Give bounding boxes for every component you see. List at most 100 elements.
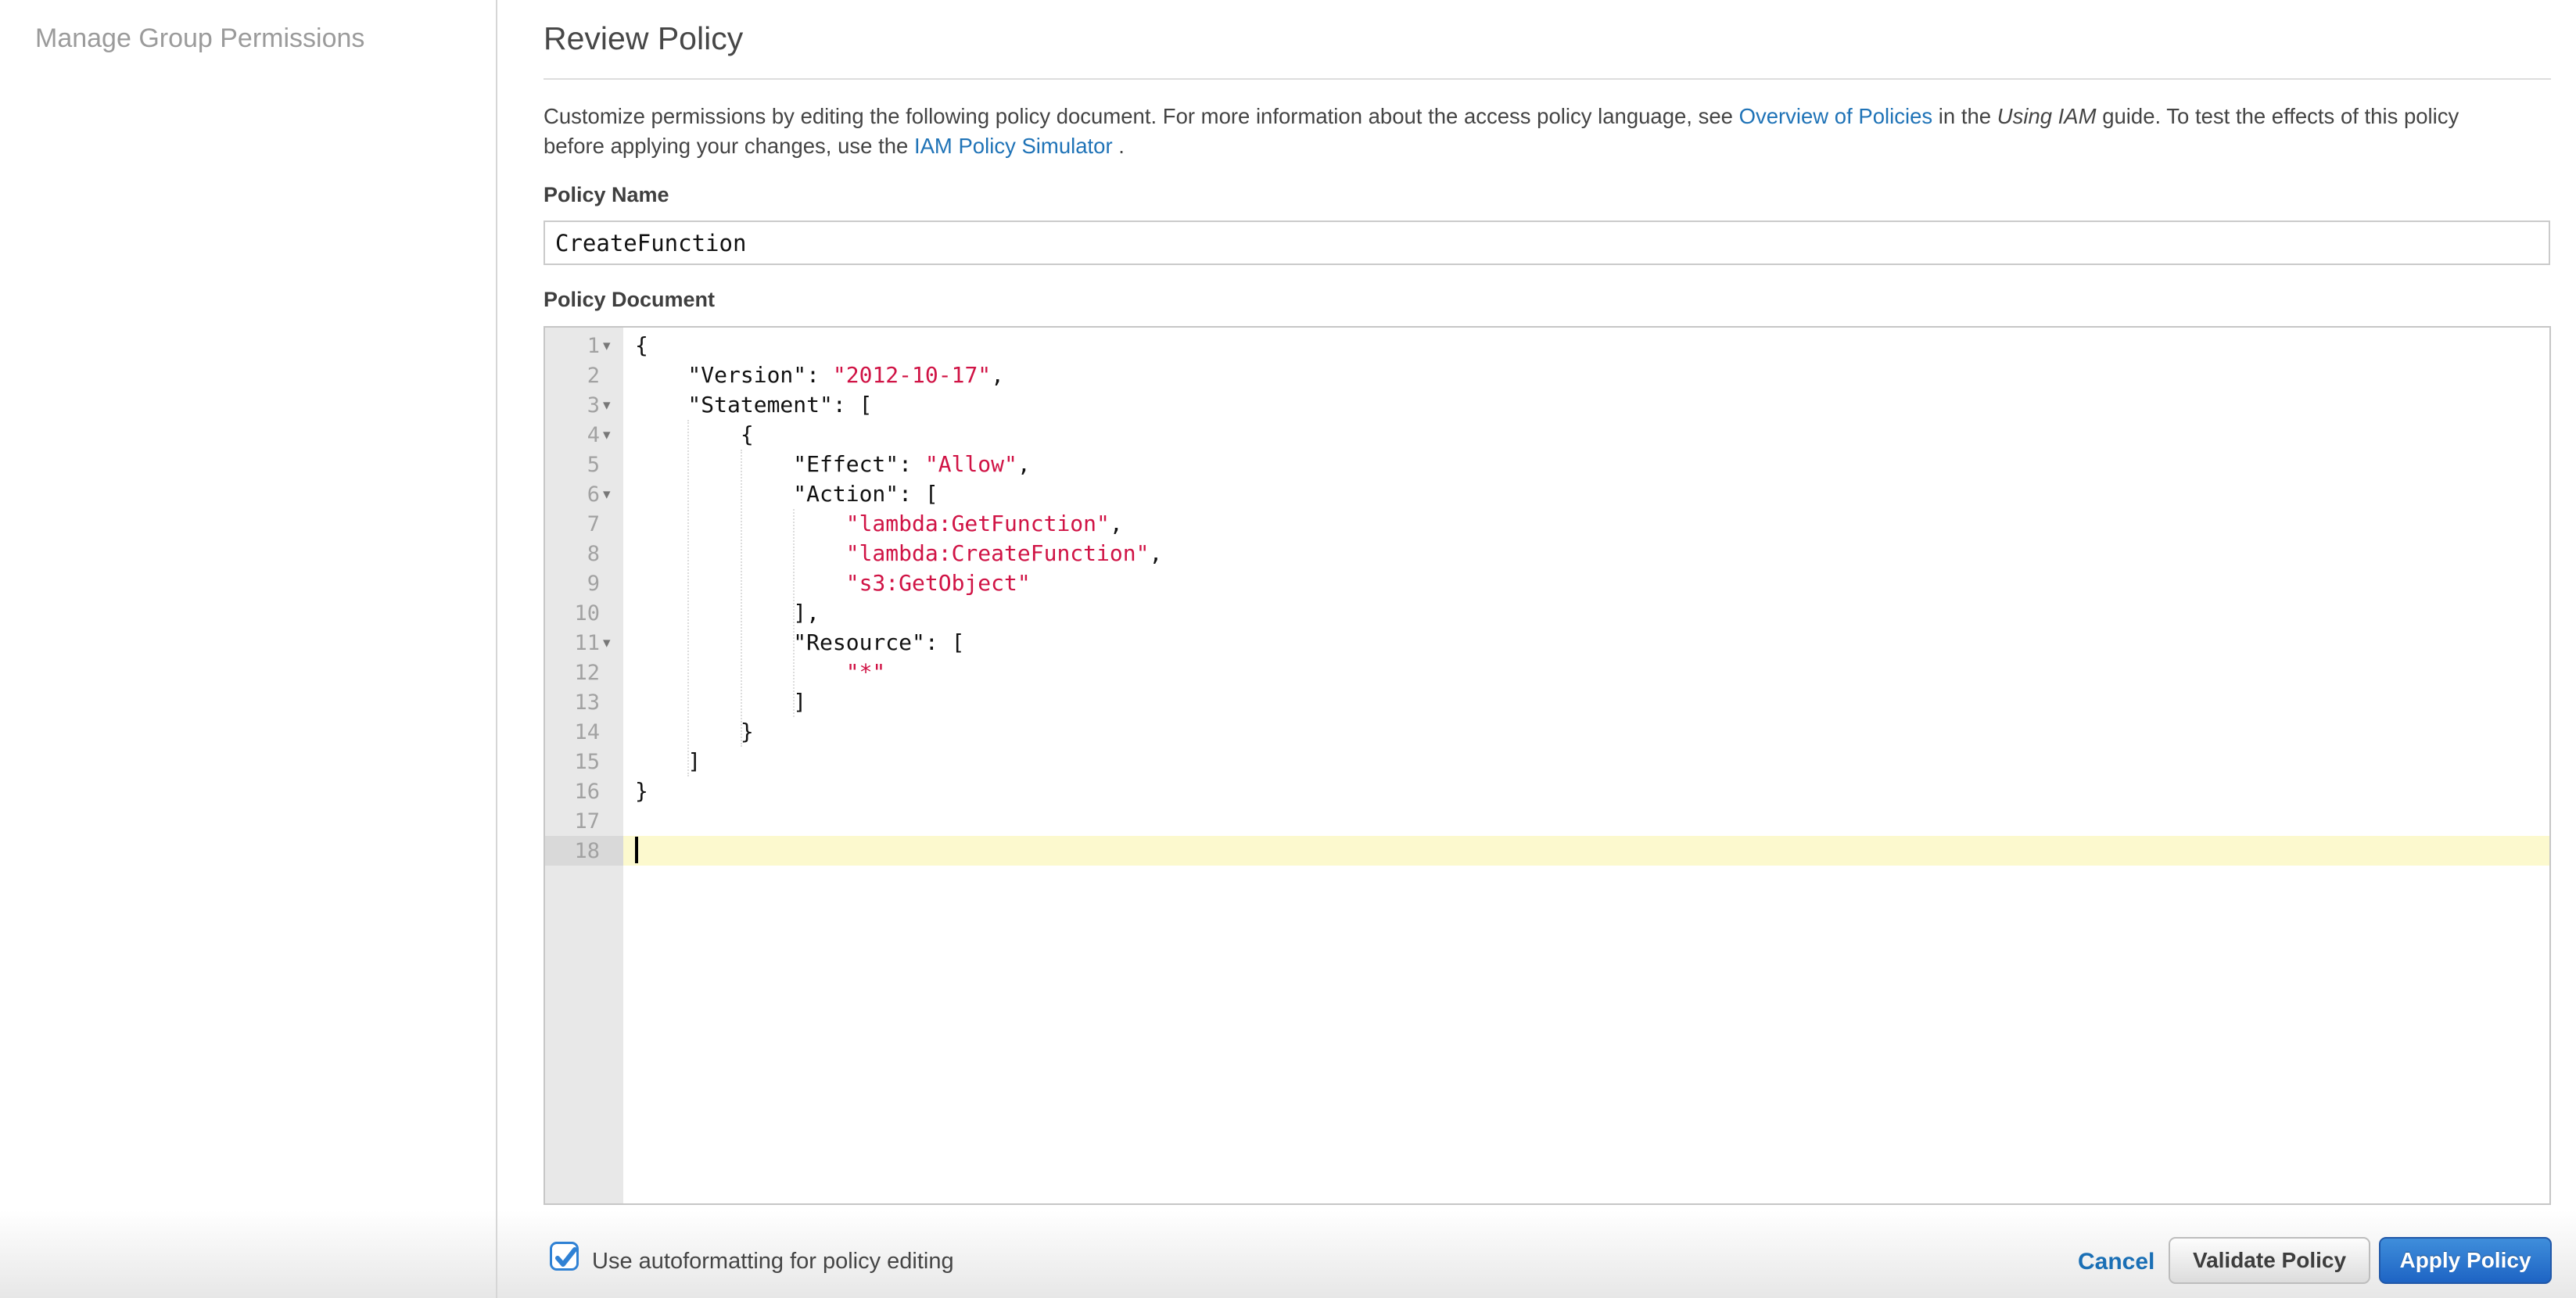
indent-guide xyxy=(687,420,690,776)
code-token: "Action": [ xyxy=(635,481,938,507)
sidebar-title: Manage Group Permissions xyxy=(35,23,365,53)
code-token xyxy=(635,540,846,566)
vertical-divider xyxy=(496,0,497,1298)
policy-name-label: Policy Name xyxy=(544,183,669,206)
line-number-text: 5 xyxy=(587,452,600,477)
code-token: , xyxy=(991,362,1005,388)
code-token: , xyxy=(1017,451,1031,477)
code-token: "Statement": [ xyxy=(635,392,873,418)
code-line: "Version": "2012-10-17", xyxy=(623,360,2549,390)
code-line: "lambda:GetFunction", xyxy=(623,509,2549,539)
code-line: ] xyxy=(623,687,2549,717)
code-line: ], xyxy=(623,598,2549,628)
code-line: ] xyxy=(623,747,2549,776)
text-cursor xyxy=(635,837,638,863)
line-number-text: 11 xyxy=(574,630,600,655)
code-string-token: "2012-10-17" xyxy=(832,362,992,388)
code-line: "Action": [ xyxy=(623,479,2549,509)
line-number-text: 8 xyxy=(587,541,600,566)
line-number: 16 xyxy=(545,776,623,806)
code-line: "Effect": "Allow", xyxy=(623,450,2549,479)
code-token xyxy=(635,659,846,685)
policy-document-label: Policy Document xyxy=(544,288,716,311)
line-number: 1▾ xyxy=(545,331,623,360)
editor-code-pane[interactable]: { "Version": "2012-10-17", "Statement": … xyxy=(623,328,2549,1203)
code-string-token: "Allow" xyxy=(924,451,1017,477)
apply-policy-button[interactable]: Apply Policy xyxy=(2379,1237,2552,1284)
code-token xyxy=(635,511,846,536)
main-content: Review Policy Customize permissions by e… xyxy=(544,0,2551,1298)
code-token: { xyxy=(635,421,754,447)
line-number: 4▾ xyxy=(545,420,623,450)
intro-paragraph: Customize permissions by editing the fol… xyxy=(544,102,2551,161)
indent-guide xyxy=(793,509,795,717)
fold-arrow-icon[interactable]: ▾ xyxy=(603,337,611,354)
line-number-text: 3 xyxy=(587,393,600,418)
line-number-text: 14 xyxy=(574,719,600,744)
fold-arrow-icon[interactable]: ▾ xyxy=(603,426,611,443)
code-token: { xyxy=(635,332,648,358)
code-token: "Effect": xyxy=(635,451,925,477)
autoformat-checkbox[interactable] xyxy=(550,1242,579,1271)
line-number: 10 xyxy=(545,598,623,628)
code-line: { xyxy=(623,331,2549,360)
line-number: 2 xyxy=(545,360,623,390)
line-number-text: 10 xyxy=(574,601,600,626)
line-number-text: 7 xyxy=(587,511,600,536)
line-number-text: 1 xyxy=(587,333,600,358)
intro-text: guide. To test the effects of this polic… xyxy=(2096,104,2459,128)
code-line: "Resource": [ xyxy=(623,628,2549,658)
title-separator xyxy=(544,78,2551,80)
line-number-text: 17 xyxy=(574,809,600,834)
intro-text: Customize permissions by editing the fol… xyxy=(544,104,1739,128)
line-number-text: 9 xyxy=(587,571,600,596)
line-number-text: 6 xyxy=(587,482,600,507)
iam-policy-simulator-link[interactable]: IAM Policy Simulator xyxy=(913,134,1113,158)
code-token: } xyxy=(635,778,648,804)
intro-text: before applying your changes, use the xyxy=(544,134,914,158)
code-line: { xyxy=(623,420,2549,450)
fold-arrow-icon[interactable]: ▾ xyxy=(603,634,611,651)
code-token: , xyxy=(1109,511,1123,536)
line-number: 17 xyxy=(545,806,623,836)
code-token xyxy=(635,570,846,596)
code-token: "Version": xyxy=(635,362,833,388)
code-line xyxy=(623,836,2549,866)
code-line: "lambda:CreateFunction", xyxy=(623,539,2549,568)
code-line: } xyxy=(623,776,2549,806)
line-number: 8 xyxy=(545,539,623,568)
code-line: "Statement": [ xyxy=(623,390,2549,420)
line-number: 3▾ xyxy=(545,390,623,420)
validate-policy-button[interactable]: Validate Policy xyxy=(2169,1237,2370,1284)
code-string-token: "s3:GetObject" xyxy=(845,570,1031,596)
line-number: 7 xyxy=(545,509,623,539)
line-number-text: 2 xyxy=(587,363,600,388)
checkmark-icon xyxy=(555,1247,577,1267)
code-token: ] xyxy=(635,748,701,774)
line-number: 9 xyxy=(545,568,623,598)
cancel-button[interactable]: Cancel xyxy=(2078,1249,2155,1275)
line-number: 6▾ xyxy=(545,479,623,509)
code-token: , xyxy=(1149,540,1163,566)
line-number: 5 xyxy=(545,450,623,479)
line-number: 12 xyxy=(545,658,623,687)
intro-italic-text: Using IAM xyxy=(1997,104,2097,128)
footer-gradient-band xyxy=(0,1210,2576,1298)
intro-text: in the xyxy=(1932,104,1997,128)
fold-arrow-icon[interactable]: ▾ xyxy=(603,396,611,414)
code-string-token: "lambda:CreateFunction" xyxy=(845,540,1150,566)
code-token: ] xyxy=(635,689,807,715)
fold-arrow-icon[interactable]: ▾ xyxy=(603,486,611,503)
line-number-text: 13 xyxy=(574,690,600,715)
policy-name-input[interactable] xyxy=(544,221,2550,265)
line-number: 15 xyxy=(545,747,623,776)
code-line: "s3:GetObject" xyxy=(623,568,2549,598)
autoformat-label: Use autoformatting for policy editing xyxy=(592,1249,954,1274)
overview-of-policies-link[interactable]: Overview of Policies xyxy=(1738,104,1933,128)
code-token: ], xyxy=(635,600,820,626)
line-number-text: 16 xyxy=(574,779,600,804)
page-title: Review Policy xyxy=(544,20,744,56)
code-token: } xyxy=(635,719,754,744)
